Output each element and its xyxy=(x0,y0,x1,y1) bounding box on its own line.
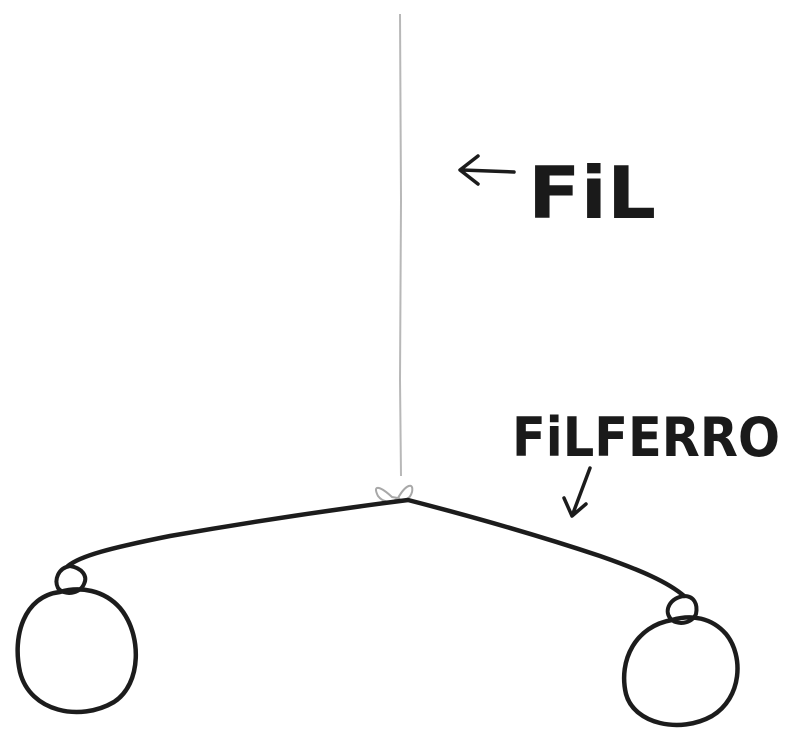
wire-arm xyxy=(65,497,687,599)
arrow-to-string xyxy=(458,154,516,186)
label-string: FiL xyxy=(528,151,656,235)
label-wire: FiLFERRO xyxy=(512,406,780,469)
arrow-to-wire xyxy=(562,466,592,518)
string-line xyxy=(398,13,403,477)
left-ring xyxy=(15,564,139,715)
right-ring xyxy=(621,594,740,728)
